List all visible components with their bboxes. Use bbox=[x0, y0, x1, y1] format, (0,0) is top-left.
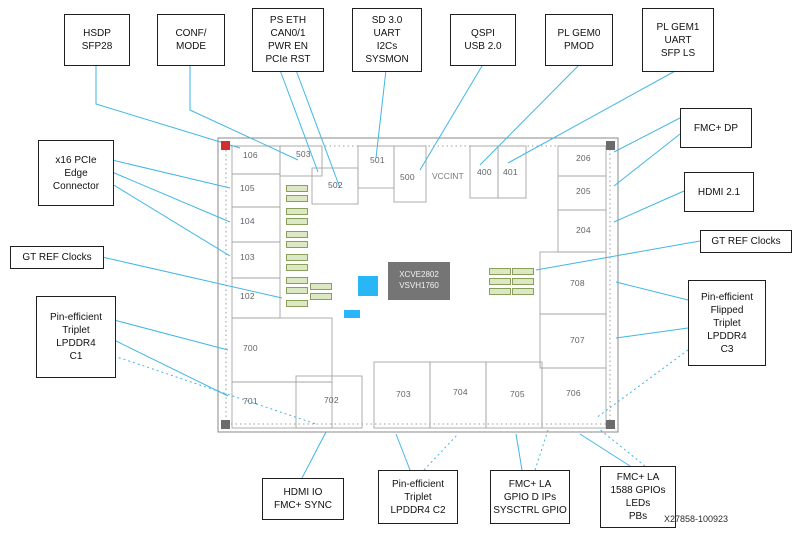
bank-label-206: 206 bbox=[576, 153, 591, 163]
green-block bbox=[286, 254, 308, 261]
green-block bbox=[310, 283, 332, 290]
cyan-block-small bbox=[344, 310, 360, 318]
green-block bbox=[512, 278, 534, 285]
callout-gt-ref-left: GT REF Clocks bbox=[10, 246, 104, 269]
green-block bbox=[512, 288, 534, 295]
bank-label-503: 503 bbox=[296, 149, 311, 159]
connector-lines bbox=[95, 65, 701, 479]
callout-fmcp-la-gpio: FMC+ LA GPIO D IPs SYSCTRL GPIO bbox=[490, 470, 570, 524]
bank-region-outlines bbox=[231, 145, 607, 429]
figure-id: X27858-100923 bbox=[664, 514, 729, 524]
callout-lpddr4-c1: Pin-efficient Triplet LPDDR4 C1 bbox=[36, 296, 116, 378]
bank-label-701: 701 bbox=[243, 396, 258, 406]
bank-label-708: 708 bbox=[570, 278, 585, 288]
callout-lpddr4-c2: Pin-efficient Triplet LPDDR4 C2 bbox=[378, 470, 458, 524]
bank-label-704: 704 bbox=[453, 387, 468, 397]
green-block bbox=[286, 277, 308, 284]
callout-pcie-edge: x16 PCIe Edge Connector bbox=[38, 140, 114, 206]
cyan-block-large bbox=[358, 276, 378, 296]
bank-label-707: 707 bbox=[570, 335, 585, 345]
bank-label-105: 105 bbox=[240, 183, 255, 193]
callout-gt-ref-right: GT REF Clocks bbox=[700, 230, 792, 253]
bank-label-501: 501 bbox=[370, 155, 385, 165]
green-block bbox=[489, 278, 511, 285]
package-corner-a1-key bbox=[221, 141, 230, 150]
package-corner-top-right bbox=[606, 141, 615, 150]
green-block bbox=[489, 288, 511, 295]
bank-label-205: 205 bbox=[576, 186, 591, 196]
callout-ps-eth: PS ETH CAN0/1 PWR EN PCIe RST bbox=[252, 8, 324, 72]
green-block bbox=[286, 241, 308, 248]
green-block bbox=[286, 185, 308, 192]
green-block bbox=[489, 268, 511, 275]
callout-fmcp-la-1588: FMC+ LA 1588 GPIOs LEDs PBs bbox=[600, 466, 676, 528]
green-block bbox=[310, 293, 332, 300]
device-package-code: VSVH1760 bbox=[399, 281, 439, 290]
vccint-label: VCCINT bbox=[432, 171, 464, 181]
package-corner-bottom-left bbox=[221, 420, 230, 429]
callout-hsdp-sfp28: HSDP SFP28 bbox=[64, 14, 130, 66]
bank-label-102: 102 bbox=[240, 291, 255, 301]
green-block bbox=[286, 300, 308, 307]
bank-label-106: 106 bbox=[243, 150, 258, 160]
green-block bbox=[286, 231, 308, 238]
bank-label-700: 700 bbox=[243, 343, 258, 353]
package-corner-bottom-right bbox=[606, 420, 615, 429]
green-block bbox=[286, 287, 308, 294]
callout-pl-gem1: PL GEM1 UART SFP LS bbox=[642, 8, 714, 72]
bank-label-702: 702 bbox=[324, 395, 339, 405]
bank-label-103: 103 bbox=[240, 252, 255, 262]
bank-label-400: 400 bbox=[477, 167, 492, 177]
bank-label-104: 104 bbox=[240, 216, 255, 226]
green-block bbox=[286, 195, 308, 202]
callout-qspi-usb: QSPI USB 2.0 bbox=[450, 14, 516, 66]
bank-label-502: 502 bbox=[328, 180, 343, 190]
callout-lpddr4-c3: Pin-efficient Flipped Triplet LPDDR4 C3 bbox=[688, 280, 766, 366]
green-block bbox=[286, 208, 308, 215]
green-block bbox=[286, 264, 308, 271]
bank-label-703: 703 bbox=[396, 389, 411, 399]
green-block bbox=[512, 268, 534, 275]
callout-pl-gem0: PL GEM0 PMOD bbox=[545, 14, 613, 66]
callout-hdmi-io-sync: HDMI IO FMC+ SYNC bbox=[262, 478, 344, 520]
bank-label-705: 705 bbox=[510, 389, 525, 399]
device-label: XCVE2802 VSVH1760 bbox=[388, 262, 450, 300]
bank-label-500: 500 bbox=[400, 172, 415, 182]
callout-conf-mode: CONF/ MODE bbox=[157, 14, 225, 66]
callout-sd-uart: SD 3.0 UART I2Cs SYSMON bbox=[352, 8, 422, 72]
callout-hdmi-21: HDMI 2.1 bbox=[684, 172, 754, 212]
callout-fmcp-dp: FMC+ DP bbox=[680, 108, 752, 148]
device-part-number: XCVE2802 bbox=[399, 270, 439, 280]
bank-label-204: 204 bbox=[576, 225, 591, 235]
bank-label-706: 706 bbox=[566, 388, 581, 398]
bank-label-401: 401 bbox=[503, 167, 518, 177]
green-block bbox=[286, 218, 308, 225]
